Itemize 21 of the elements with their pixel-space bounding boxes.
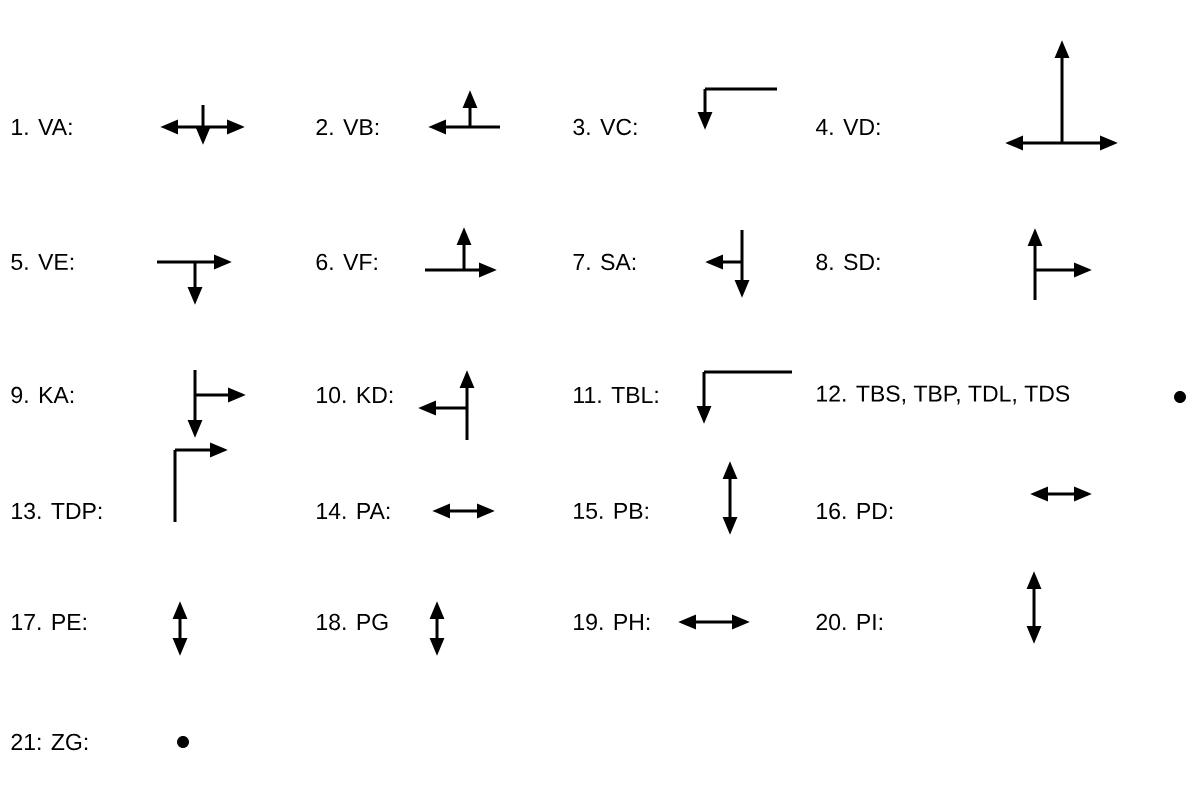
label: 6. VF: bbox=[316, 253, 377, 271]
label: 10. KD: bbox=[317, 386, 393, 404]
label: 8. SD: bbox=[816, 253, 880, 271]
label: 2. VB: bbox=[316, 118, 379, 135]
label: 17. PE: bbox=[12, 614, 86, 630]
label: 15. PB: bbox=[574, 503, 648, 519]
label: 5. VE: bbox=[11, 254, 74, 270]
label: 20. PI: bbox=[816, 613, 882, 631]
label: 14. PA: bbox=[317, 503, 390, 519]
label: 16. PD: bbox=[817, 502, 893, 520]
label: 12. TBS, TBP, TDL, TDS bbox=[817, 385, 1070, 405]
label: 21: ZG: bbox=[11, 733, 88, 751]
label: 11. TBL: bbox=[574, 387, 658, 403]
label: 7. SA: bbox=[573, 253, 636, 271]
label: 3. VC: bbox=[573, 118, 637, 136]
label: 4. VD: bbox=[815, 119, 880, 135]
label: 18. PG bbox=[317, 613, 388, 631]
label: 9. KA: bbox=[11, 386, 74, 404]
label: 19. PH: bbox=[574, 613, 650, 631]
label: 1. VA: bbox=[12, 119, 72, 135]
label: 13. TDP: bbox=[12, 502, 102, 520]
